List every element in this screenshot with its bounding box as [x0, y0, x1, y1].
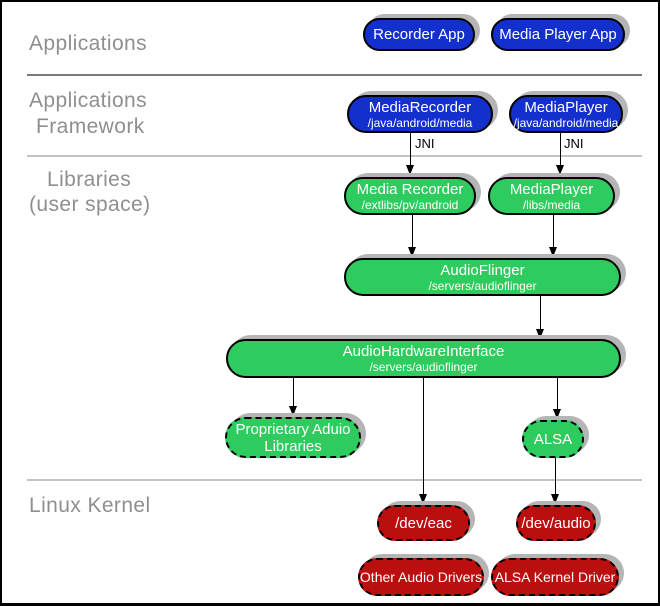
- node-media-player-app: Media Player App: [491, 18, 625, 51]
- node-title: AudioHardwareInterface: [342, 343, 505, 360]
- node-subtitle: /servers/audioflinger: [369, 360, 478, 374]
- arrowhead-icon: [549, 247, 557, 257]
- node-mediaplayer-framework: MediaPlayer /java/android/media: [509, 95, 623, 133]
- node-title: MediaRecorder: [368, 98, 472, 116]
- node-subtitle: /java/android/media: [513, 115, 619, 130]
- edge-mediarecorder-jni: [406, 133, 414, 175]
- node-subtitle: /java/android/media: [367, 115, 473, 130]
- node-title: /dev/audio: [521, 514, 591, 532]
- jni-label-left: JNI: [415, 136, 435, 151]
- node-title: AudioFlinger: [440, 261, 525, 279]
- node-audiohardwareinterface: AudioHardwareInterface /servers/audiofli…: [226, 339, 621, 378]
- node-dev-eac: /dev/eac: [377, 505, 470, 541]
- node-title: Other Audio Drivers: [359, 568, 483, 585]
- arrowhead-icon: [406, 165, 414, 175]
- node-subtitle: /extlibs/pv/android: [361, 197, 459, 212]
- arrowhead-icon: [556, 165, 564, 175]
- layer-label-applications: Applications: [29, 32, 148, 55]
- node-other-audio-drivers: Other Audio Drivers: [358, 558, 484, 596]
- edge-mediaplayer-jni: [556, 133, 564, 175]
- edge-mediarecorderlib-audioflinger: [408, 215, 416, 257]
- node-title: ALSA: [533, 430, 573, 448]
- node-mediarecorder-framework: MediaRecorder /java/android/media: [347, 95, 493, 133]
- layer-label-libraries-line2: (user space): [29, 193, 151, 216]
- node-title: ALSA Kernel Driver: [494, 568, 616, 585]
- node-title: Media Recorder: [356, 180, 464, 198]
- node-title-line2: Libraries: [264, 437, 322, 455]
- arrowhead-icon: [551, 494, 559, 504]
- arrowhead-icon: [553, 409, 561, 419]
- layer-label-framework-line1: Applications: [29, 89, 148, 112]
- node-dev-audio: /dev/audio: [516, 505, 596, 541]
- arrowhead-icon: [419, 494, 427, 504]
- layer-divider-kernel: [27, 479, 642, 481]
- edge-ahi-proprietary-libraries: [289, 378, 297, 416]
- node-proprietary-audio-libraries: Proprietary Aduio Libraries: [225, 417, 361, 458]
- layer-divider-framework: [27, 155, 642, 157]
- edge-mediaplayerlib-audioflinger: [549, 215, 557, 257]
- node-audioflinger: AudioFlinger /servers/audioflinger: [344, 258, 621, 296]
- node-subtitle: /servers/audioflinger: [428, 278, 537, 293]
- node-mediaplayer-lib: MediaPlayer /libs/media: [488, 177, 615, 215]
- layer-label-framework-line2: Framework: [36, 115, 145, 138]
- node-alsa-kernel-driver: ALSA Kernel Driver: [491, 558, 619, 596]
- node-recorder-app: Recorder App: [363, 18, 475, 51]
- node-title: Proprietary Aduio: [235, 420, 351, 438]
- jni-label-right: JNI: [564, 136, 584, 151]
- node-title: Media Player App: [499, 26, 617, 43]
- arrowhead-icon: [536, 329, 544, 339]
- edge-ahi-dev-eac: [419, 378, 427, 504]
- node-title: /dev/eac: [395, 514, 452, 532]
- arrowhead-icon: [408, 247, 416, 257]
- node-title: MediaPlayer: [524, 98, 608, 116]
- layer-divider-applications: [27, 74, 642, 76]
- edge-audioflinger-audiohardwareinterface: [536, 296, 544, 339]
- layer-label-linux-kernel: Linux Kernel: [29, 494, 151, 517]
- node-title: Recorder App: [373, 26, 465, 43]
- node-title: MediaPlayer: [509, 180, 594, 198]
- node-alsa: ALSA: [522, 420, 584, 458]
- edge-ahi-alsa: [553, 378, 561, 419]
- edge-alsa-dev-audio: [551, 458, 559, 504]
- arrowhead-icon: [289, 406, 297, 416]
- layer-label-libraries-line1: Libraries: [47, 168, 132, 191]
- node-subtitle: /libs/media: [522, 197, 581, 212]
- node-media-recorder-lib: Media Recorder /extlibs/pv/android: [344, 177, 476, 215]
